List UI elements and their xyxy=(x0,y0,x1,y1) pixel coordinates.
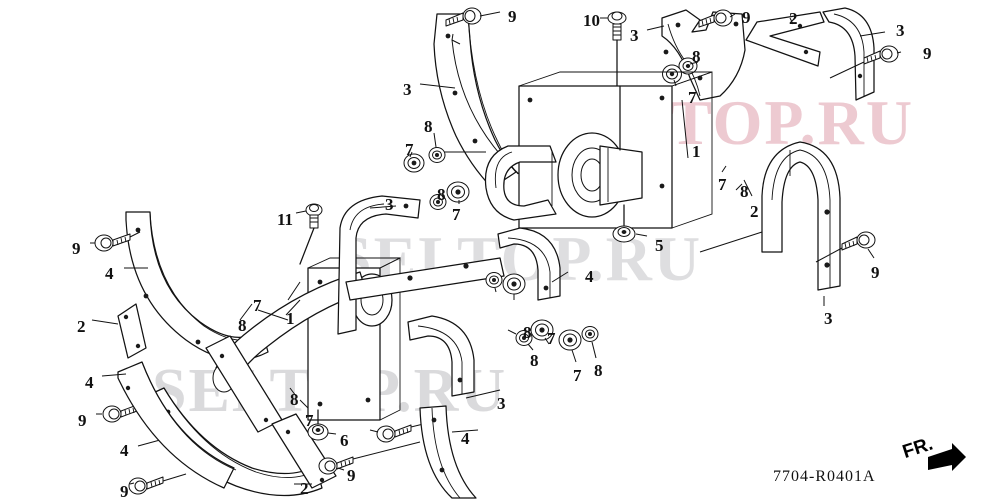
callout-7: 7 xyxy=(452,205,461,224)
bolt-lower-left-9 xyxy=(102,404,138,423)
callout-2: 2 xyxy=(750,202,759,221)
callout-3: 3 xyxy=(403,80,412,99)
bolt-top-right xyxy=(863,45,899,65)
part-shield-top-right xyxy=(745,7,902,101)
part-hook-guard-top xyxy=(484,145,557,221)
callout-8: 8 xyxy=(523,323,532,342)
callout-9: 9 xyxy=(923,44,932,63)
callout-3: 3 xyxy=(896,21,905,40)
part-shield-top-left xyxy=(419,7,621,189)
callout-9: 9 xyxy=(120,482,129,499)
callout-8: 8 xyxy=(594,361,603,380)
nut-8c xyxy=(485,272,503,288)
nut-6 xyxy=(307,423,329,441)
callout-8: 8 xyxy=(238,316,247,335)
callout-2: 2 xyxy=(300,479,309,498)
part-long-bracket xyxy=(345,257,505,301)
callout-2: 2 xyxy=(789,9,798,28)
callout-9: 9 xyxy=(508,7,517,26)
nut-top-center-b xyxy=(662,64,682,84)
part-number-label: 7704-R0401A xyxy=(773,468,876,485)
callout-9: 9 xyxy=(78,411,87,430)
callout-8: 8 xyxy=(290,390,299,409)
nut-cluster-upper xyxy=(403,132,486,173)
bolt-11 xyxy=(295,203,323,265)
callout-11: 11 xyxy=(277,210,294,229)
callout-3: 3 xyxy=(824,309,833,328)
callout-8: 8 xyxy=(740,182,749,201)
nut-8d xyxy=(515,330,533,346)
bolt-top-left xyxy=(445,7,482,27)
callout-3: 3 xyxy=(385,195,394,214)
nut-7d xyxy=(530,319,554,341)
callout-7: 7 xyxy=(718,175,727,194)
callout-8: 8 xyxy=(424,117,433,136)
part-hook-guard-lower xyxy=(407,315,501,399)
bolt-top-center xyxy=(698,9,733,28)
nut-cluster-lower xyxy=(485,272,599,363)
callout-3: 3 xyxy=(630,26,639,45)
nut-7b xyxy=(446,181,470,203)
callout-9: 9 xyxy=(742,8,751,27)
callout-1: 1 xyxy=(692,142,701,161)
callout-8: 8 xyxy=(437,185,446,204)
part-center-housing xyxy=(518,71,713,243)
part-shield-bottom-right xyxy=(419,405,479,499)
front-arrow-icon xyxy=(928,443,966,471)
part-hook-guard-center xyxy=(497,227,569,301)
part-guard-right xyxy=(699,141,876,306)
callout-1: 1 xyxy=(286,309,295,328)
callout-9: 9 xyxy=(347,466,356,485)
nut-7c xyxy=(502,273,526,295)
part-bracket-top-center xyxy=(646,9,746,101)
part-guard-center-left xyxy=(337,195,421,335)
callout-10: 10 xyxy=(583,11,600,30)
part-plate-left-2 xyxy=(91,303,147,359)
callout-7: 7 xyxy=(253,296,262,315)
callout-4: 4 xyxy=(461,429,470,448)
nut-7a xyxy=(403,153,425,173)
callout-6: 6 xyxy=(340,431,349,450)
leader-lines xyxy=(239,39,753,409)
callout-5: 5 xyxy=(655,236,664,255)
front-direction-indicator: FR. xyxy=(900,434,990,485)
nut-8b xyxy=(429,194,447,210)
nut-7e xyxy=(558,329,582,351)
nut-8a xyxy=(428,147,446,163)
callout-9: 9 xyxy=(72,239,81,258)
callout-4: 4 xyxy=(105,264,114,283)
callout-4: 4 xyxy=(120,441,129,460)
bolt-right-9 xyxy=(841,231,876,251)
callout-9: 9 xyxy=(871,263,880,282)
nut-8e xyxy=(581,326,599,342)
callout-2: 2 xyxy=(77,317,86,336)
bolt-left-9 xyxy=(94,233,131,252)
bolt-bottom-a xyxy=(318,456,354,475)
nut-5 xyxy=(612,225,636,243)
bolt-lower-left-b xyxy=(128,476,164,495)
callout-4: 4 xyxy=(585,267,594,286)
bolt-bottom-b xyxy=(376,424,412,443)
part-plate-lower-left xyxy=(101,335,283,495)
callout-8: 8 xyxy=(692,47,701,66)
callout-4: 4 xyxy=(85,373,94,392)
callout-7: 7 xyxy=(688,88,697,107)
callout-7: 7 xyxy=(547,329,556,348)
callout-7: 7 xyxy=(573,366,582,385)
callout-7: 7 xyxy=(305,411,314,430)
callout-7: 7 xyxy=(405,140,414,159)
nut-cluster-upper2 xyxy=(429,181,470,210)
callout-3: 3 xyxy=(497,394,506,413)
callout-8: 8 xyxy=(530,351,539,370)
